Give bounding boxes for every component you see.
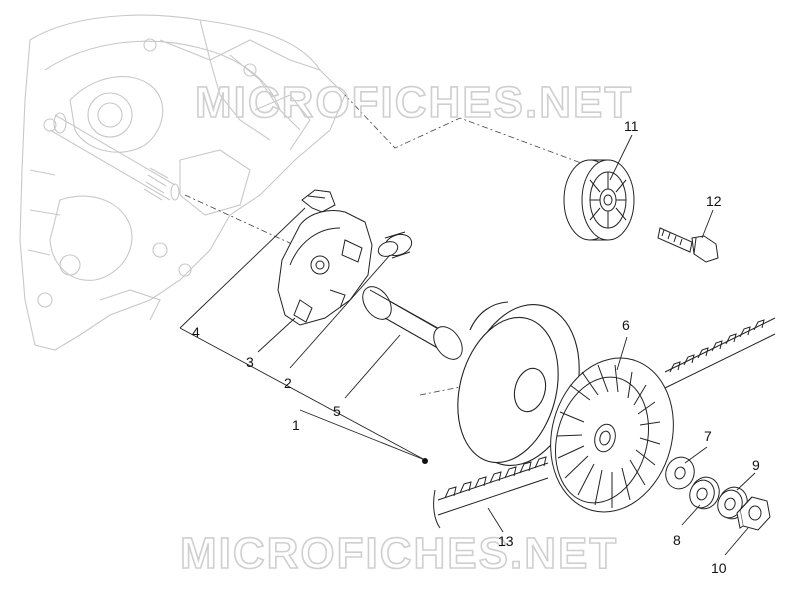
callout-12: 12 <box>706 193 722 209</box>
callout-7: 7 <box>704 428 712 444</box>
belt-lower <box>433 456 549 529</box>
part-11-roller <box>563 159 635 241</box>
callout-13: 13 <box>498 533 514 549</box>
part-2-bushing <box>377 231 413 259</box>
part-4-clip <box>301 189 336 213</box>
part-12-bolt <box>657 227 719 263</box>
leader-lines <box>179 134 756 556</box>
part-8-washer <box>689 476 720 510</box>
callout-2: 2 <box>284 375 292 391</box>
part-5-sleeve <box>362 286 463 360</box>
callout-6: 6 <box>622 317 630 333</box>
watermark-bottom: MICROFICHES.NET <box>180 529 618 578</box>
callout-10: 10 <box>711 560 727 576</box>
reference-dot <box>422 458 428 464</box>
callout-9: 9 <box>752 457 760 473</box>
belt-upper <box>664 317 776 389</box>
callout-11: 11 <box>624 118 639 134</box>
part-7-washer <box>665 456 695 490</box>
watermark-top: MICROFICHES.NET <box>195 78 633 127</box>
callout-4: 4 <box>192 324 200 340</box>
callout-5: 5 <box>333 403 341 419</box>
part-1-pulley-disc <box>457 301 580 467</box>
callout-3: 3 <box>246 354 254 370</box>
part-10-nut <box>736 496 771 531</box>
part-3-ramp-plate <box>277 210 373 326</box>
part-6-fan-pulley <box>550 357 674 513</box>
callout-8: 8 <box>673 532 681 548</box>
engine-casing <box>19 14 346 351</box>
callout-1: 1 <box>292 417 300 433</box>
